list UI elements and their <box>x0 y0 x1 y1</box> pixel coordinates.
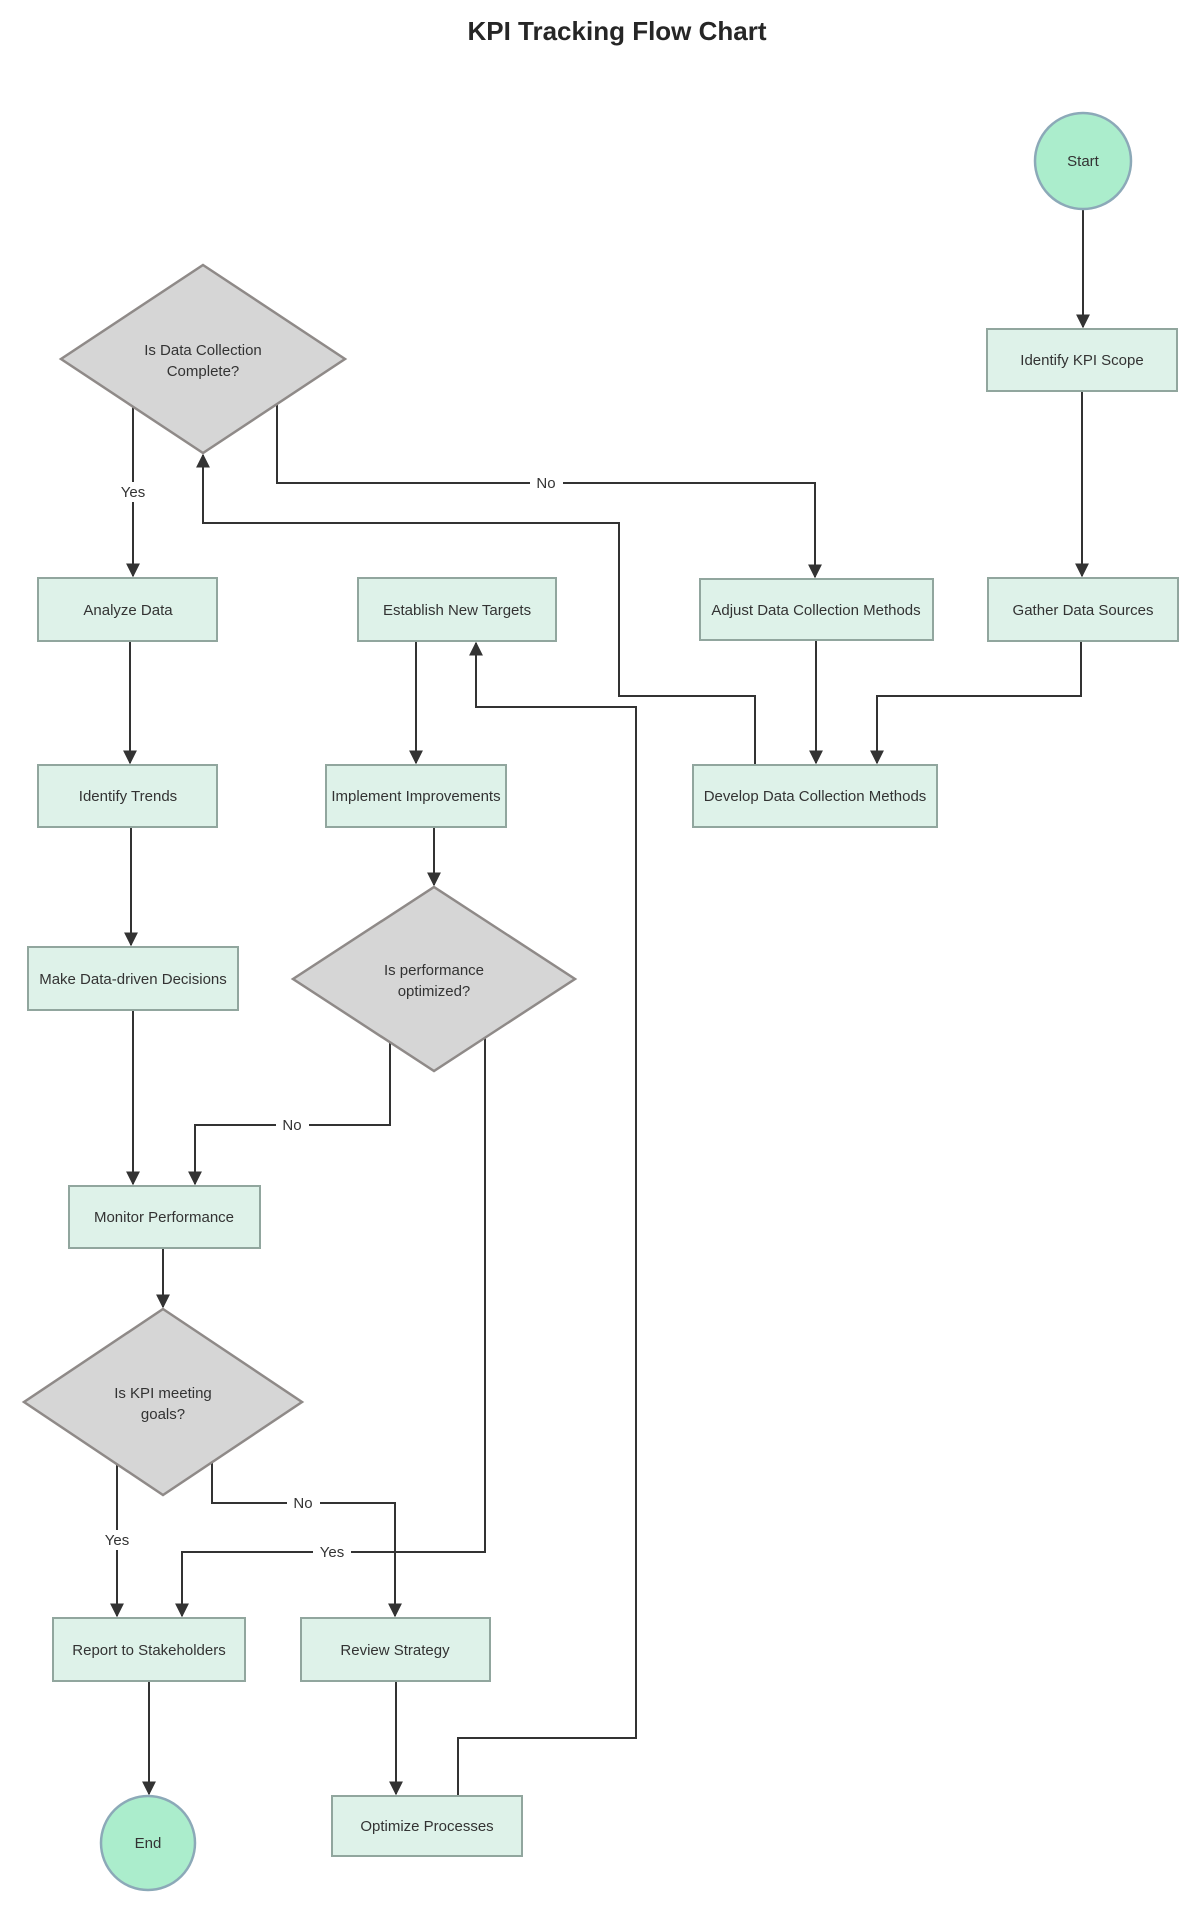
node-label-line1: Is KPI meeting <box>114 1385 212 1402</box>
node-data-collection-complete-decision: Is Data Collection Complete? <box>58 263 348 455</box>
edge-label-bg <box>313 1542 351 1562</box>
edge-labels-layer: Yes No No Yes Yes No <box>98 473 563 1562</box>
node-label-line1: Is Data Collection <box>144 342 262 359</box>
node-analyze-data: Analyze Data <box>37 577 218 642</box>
edge-label-perf-yes: Yes <box>320 1544 344 1561</box>
node-label: Establish New Targets <box>383 602 531 619</box>
node-label: Analyze Data <box>83 602 173 619</box>
edge-develop-to-data-collection-check <box>196 453 756 765</box>
node-establish-new-targets: Establish New Targets <box>357 577 557 642</box>
edge-gather-to-develop <box>870 641 1082 765</box>
node-label-line2: optimized? <box>398 983 471 1000</box>
node-adjust-data-collection-methods: Adjust Data Collection Methods <box>699 578 934 641</box>
node-kpi-meeting-goals-decision: Is KPI meeting goals? <box>21 1307 305 1497</box>
node-label-line1: Is performance <box>384 962 484 979</box>
page-title: KPI Tracking Flow Chart <box>467 16 766 46</box>
node-make-data-driven-decisions: Make Data-driven Decisions <box>27 946 239 1011</box>
process-box <box>357 577 557 642</box>
start-terminal-circle <box>1033 111 1133 211</box>
process-box <box>27 946 239 1011</box>
node-review-strategy: Review Strategy <box>300 1617 491 1682</box>
node-performance-optimized-decision: Is performance optimized? <box>290 885 578 1073</box>
node-label: Start <box>1067 153 1100 170</box>
node-develop-data-collection-methods: Develop Data Collection Methods <box>692 764 938 828</box>
edge-label-bg <box>287 1493 320 1513</box>
node-label: Monitor Performance <box>94 1209 234 1226</box>
node-identify-kpi-scope: Identify KPI Scope <box>986 328 1178 392</box>
decision-diamond <box>58 263 348 455</box>
node-label-line2: goals? <box>141 1406 185 1423</box>
edge-kpi-check-no-to-review <box>211 1462 402 1618</box>
node-label: Adjust Data Collection Methods <box>711 602 920 619</box>
edge-performance-check-no-to-monitor <box>188 1042 391 1186</box>
process-box <box>692 764 938 828</box>
node-monitor-performance: Monitor Performance <box>68 1185 261 1249</box>
process-box <box>986 328 1178 392</box>
nodes-layer: Start Identify KPI Scope Gather Data Sou… <box>21 111 1179 1892</box>
node-label: Report to Stakeholders <box>72 1642 225 1659</box>
edge-label-bg <box>530 473 563 493</box>
node-label: Optimize Processes <box>360 1818 493 1835</box>
node-label: Make Data-driven Decisions <box>39 971 227 988</box>
process-box <box>37 577 218 642</box>
node-label: Identify Trends <box>79 788 177 805</box>
node-label: Review Strategy <box>340 1642 450 1659</box>
node-implement-improvements: Implement Improvements <box>325 764 507 828</box>
edge-label-kpi-no: No <box>293 1495 312 1512</box>
process-box <box>331 1795 523 1857</box>
edge-label-dcc-yes: Yes <box>121 484 145 501</box>
node-label: Implement Improvements <box>331 788 500 805</box>
node-gather-data-sources: Gather Data Sources <box>987 577 1179 642</box>
node-identify-trends: Identify Trends <box>37 764 218 828</box>
decision-diamond <box>21 1307 305 1497</box>
decision-diamond <box>290 885 578 1073</box>
edge-label-perf-no: No <box>282 1117 301 1134</box>
node-label: End <box>135 1835 162 1852</box>
process-box <box>325 764 507 828</box>
node-label: Develop Data Collection Methods <box>704 788 927 805</box>
edges-layer <box>110 209 1090 1796</box>
edge-optimize-to-establish-targets <box>457 641 637 1796</box>
process-box <box>68 1185 261 1249</box>
process-box <box>52 1617 246 1682</box>
node-start: Start <box>1033 111 1133 211</box>
edge-label-kpi-yes: Yes <box>105 1532 129 1549</box>
end-terminal-circle <box>99 1794 197 1892</box>
edge-label-bg <box>276 1115 309 1135</box>
node-end: End <box>99 1794 197 1892</box>
node-report-to-stakeholders: Report to Stakeholders <box>52 1617 246 1682</box>
node-label: Gather Data Sources <box>1013 602 1154 619</box>
process-box <box>300 1617 491 1682</box>
node-optimize-processes: Optimize Processes <box>331 1795 523 1857</box>
node-label: Identify KPI Scope <box>1020 352 1143 369</box>
process-box <box>987 577 1179 642</box>
edge-label-bg <box>98 1530 136 1550</box>
process-box <box>699 578 934 641</box>
node-label-line2: Complete? <box>167 363 240 380</box>
process-box <box>37 764 218 828</box>
edge-label-dcc-no: No <box>536 475 555 492</box>
edge-label-bg <box>114 482 152 502</box>
